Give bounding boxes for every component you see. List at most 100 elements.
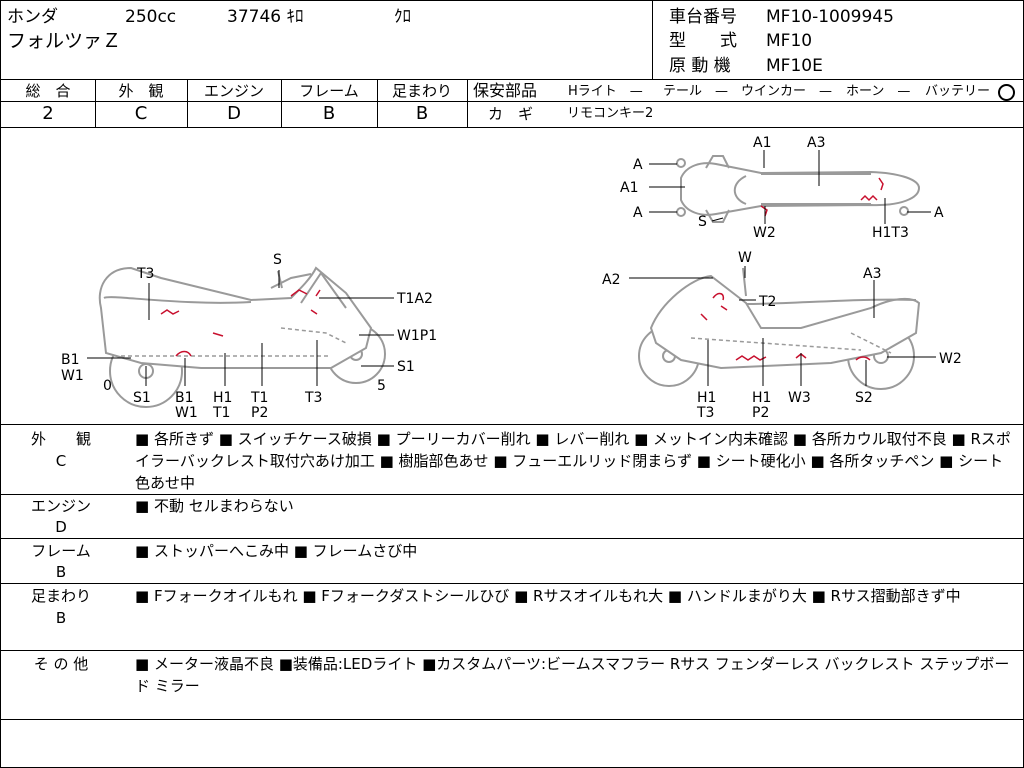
label-t3: T3 (136, 266, 154, 282)
label-w1-bottom: W1 (175, 405, 198, 421)
grade-value-overall: 2 (42, 103, 54, 124)
grade-divider (377, 79, 378, 127)
grade-label-engine: エンジン (203, 82, 264, 100)
label-w2: W2 (939, 351, 962, 367)
grade-label-suspension: 足まわり (391, 82, 452, 100)
label-a1-top: A1 (753, 135, 771, 151)
section-text-other: ■ メーター液晶不良 ■装備品:LEDライト ■カスタムパーツ:ビームスマフラー… (135, 655, 1010, 695)
grade-value-frame: B (322, 103, 336, 124)
label-s: S (273, 252, 282, 268)
label-zero: 0 (103, 378, 112, 394)
section-label-frame: フレーム (31, 542, 91, 560)
label-h1-right: H1 (697, 390, 716, 406)
grade-label-overall: 総 合 (25, 82, 71, 100)
key-label: カ ギ (488, 105, 534, 123)
type-label: 型 式 (669, 31, 737, 51)
label-t3-right: T3 (696, 405, 714, 421)
label-h1t3-top: H1T3 (872, 225, 909, 241)
section-label-exterior: 外 観 (30, 430, 91, 448)
label-t3-bottom: T3 (304, 390, 322, 406)
grade-label-exterior: 外 観 (118, 82, 164, 100)
rule (467, 101, 1023, 102)
rule (1, 127, 1023, 128)
section-label-suspension: 足まわり (30, 587, 91, 605)
section-text-engine: ■ 不動 セルまわらない (135, 497, 294, 515)
vin-value: MF10-1009945 (766, 7, 894, 27)
section-text-exterior: ■ 各所きず ■ スイッチケース破損 ■ プーリーカバー削れ ■ レバー削れ ■… (135, 430, 1011, 492)
vin-label: 車台番号 (669, 7, 737, 27)
safety-item-winker: ウインカー — (741, 84, 833, 99)
label-a-top: A (633, 157, 643, 173)
scooter-left-view (98, 266, 386, 408)
grade-value-exterior: C (134, 103, 148, 124)
grade-divider (467, 79, 468, 127)
rule (1, 719, 1023, 720)
label-w2-top: W2 (753, 225, 776, 241)
safety-item-tail: テール — (663, 84, 729, 99)
label-a-left: A (633, 205, 643, 221)
section-text-frame: ■ ストッパーへこみ中 ■ フレームさび中 (135, 542, 418, 560)
mileage: 37746 ｷﾛ (227, 7, 304, 27)
label-w: W (738, 250, 752, 266)
label-p2: P2 (251, 405, 268, 421)
section-grade-engine: D (55, 518, 67, 536)
type-value: MF10 (766, 31, 813, 51)
header-divider (652, 1, 653, 79)
section-label-other: そ の 他 (33, 655, 89, 673)
grade-value-suspension: B (415, 103, 429, 124)
grade-divider (281, 79, 282, 127)
label-t1a2: T1A2 (396, 291, 433, 307)
rule (1, 494, 1023, 495)
grade-divider (95, 79, 96, 127)
label-s2: S2 (855, 390, 873, 406)
label-h1-right-2: H1 (752, 390, 771, 406)
engine-value: MF10E (766, 56, 823, 76)
label-b1: B1 (61, 352, 80, 368)
maker: ホンダ (7, 7, 58, 27)
label-w1: W1 (61, 368, 84, 384)
damage-diagram: T3 S T1A2 W1P1 B1 W1 0 S1 B1 W1 H1 T1 T1… (61, 135, 962, 421)
right-labels: A2 W T2 A3 W2 H1 T3 H1 P2 W3 S2 (602, 250, 962, 421)
label-p2-right: P2 (752, 405, 769, 421)
grade-divider (187, 79, 188, 127)
rule (1, 424, 1023, 425)
circle-mark-icon (998, 84, 1015, 101)
rule (1, 79, 1023, 80)
top-labels: A1 A3 A A1 A S W2 H1T3 A (620, 135, 944, 241)
safety-item-headlight: Hライト — (568, 84, 643, 99)
grade-value-engine: D (227, 103, 241, 124)
label-w3: W3 (788, 390, 811, 406)
model-name: フォルツァＺ (7, 30, 122, 52)
label-a3-top: A3 (807, 135, 825, 151)
rule (1, 583, 1023, 584)
label-s1-right: S1 (397, 359, 415, 375)
section-label-engine: エンジン (30, 497, 91, 515)
engine-label: 原 動 機 (669, 56, 731, 76)
label-t1-bottom: T1 (250, 390, 268, 406)
safety-item-battery: バッテリー (925, 84, 991, 99)
safety-label: 保安部品 (473, 81, 538, 100)
label-a1-left: A1 (620, 180, 638, 196)
left-labels: T3 S T1A2 W1P1 B1 W1 0 S1 B1 W1 H1 T1 T1… (61, 252, 437, 421)
rule (1, 650, 1023, 651)
label-s1: S1 (133, 390, 151, 406)
label-t1: T1 (212, 405, 230, 421)
key-value: リモコンキー2 (567, 106, 654, 121)
section-grade-suspension: B (55, 609, 67, 627)
safety-item-horn: ホーン — (846, 84, 911, 99)
label-b1-bottom: B1 (175, 390, 194, 406)
displacement: 250cc (125, 7, 177, 27)
grade-label-frame: フレーム (299, 82, 359, 100)
color: ｸﾛ (394, 7, 411, 27)
label-five: 5 (377, 378, 386, 394)
section-grade-frame: B (55, 563, 67, 581)
label-a3: A3 (863, 266, 881, 282)
label-w1p1: W1P1 (397, 328, 437, 344)
section-text-suspension: ■ Fフォークオイルもれ ■ Fフォークダストシールひび ■ Rサスオイルもれ大… (135, 587, 961, 605)
scooter-top-view (676, 155, 921, 223)
label-t2: T2 (758, 294, 776, 310)
label-s-top: S (698, 214, 707, 230)
rule (1, 101, 467, 102)
rule (1, 538, 1023, 539)
